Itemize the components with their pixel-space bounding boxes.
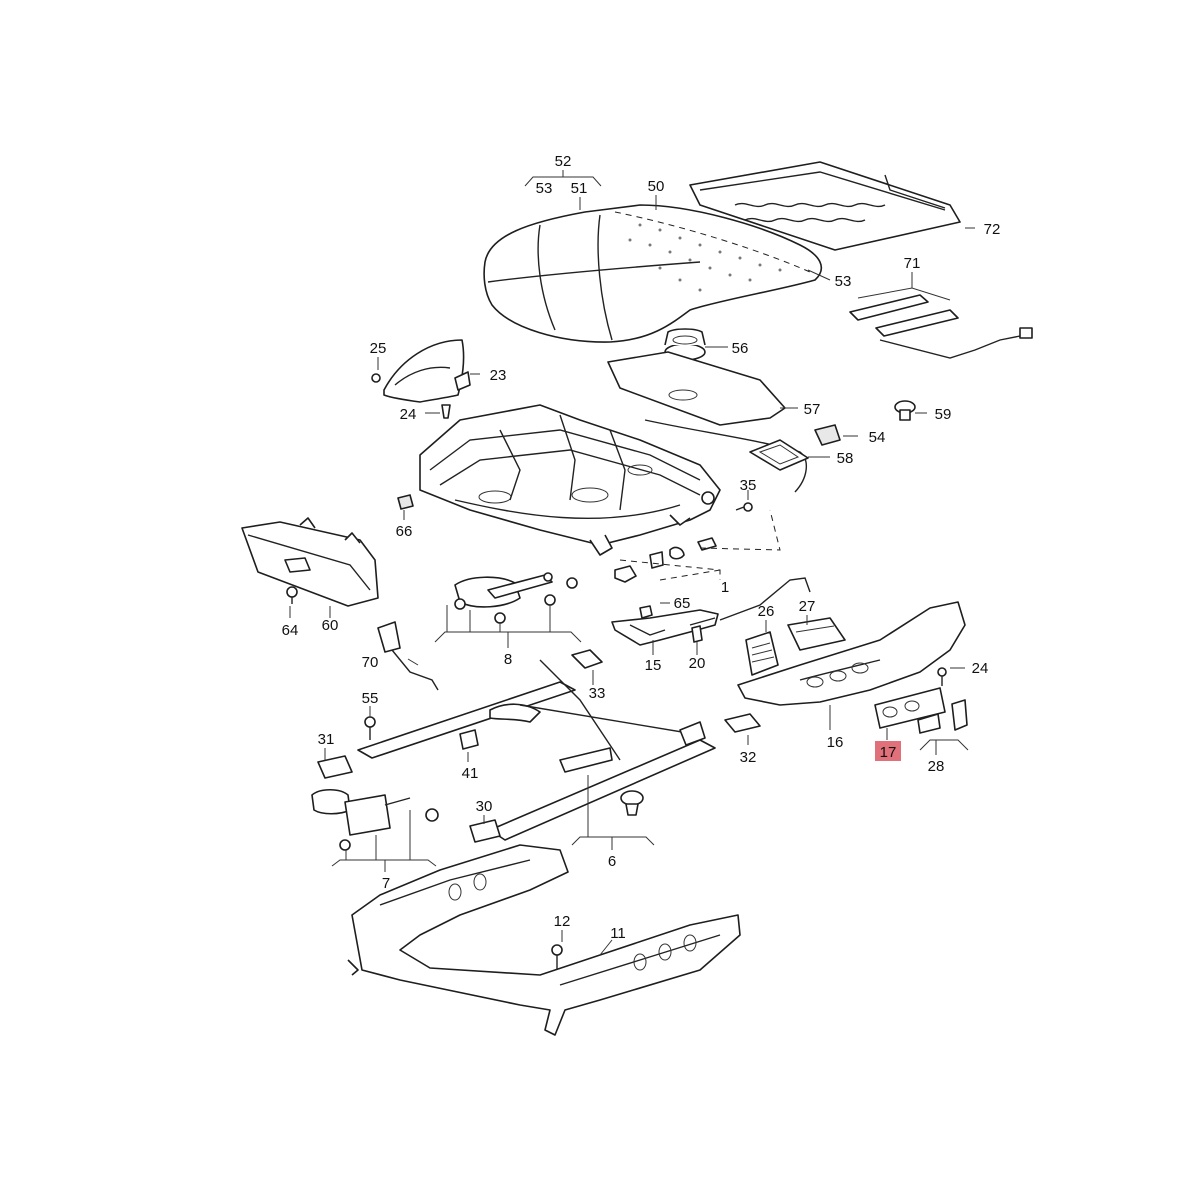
screw-24-right-part (937, 667, 947, 686)
height-adjuster-8-part (454, 572, 578, 624)
seat-frame-part (419, 404, 721, 556)
label-15: 15 (645, 657, 662, 674)
foam-pad-part (607, 351, 786, 426)
label-60: 60 (322, 617, 339, 634)
label-66: 66 (396, 523, 413, 540)
label-25: 25 (370, 340, 387, 357)
label-16: 16 (827, 734, 844, 751)
clip-59-part (894, 400, 916, 421)
leader-lines (289, 170, 975, 956)
grommet-part (620, 790, 644, 816)
label-33: 33 (589, 685, 606, 702)
clip-66-part (397, 494, 414, 510)
clip-31-part (317, 755, 353, 779)
clip-33-part (571, 649, 603, 669)
label-20: 20 (689, 655, 706, 672)
fasteners-1-part (614, 537, 717, 583)
label-41: 41 (462, 765, 479, 782)
label-59: 59 (935, 406, 952, 423)
lower-frame-11-part (347, 844, 741, 1036)
label-54: 54 (869, 429, 886, 446)
label-55: 55 (362, 690, 379, 707)
bracket-15-part (611, 577, 811, 646)
label-72: 72 (984, 221, 1001, 238)
clip-30-part (469, 819, 501, 843)
clip-41-part (459, 729, 479, 750)
seat-cushion-part (483, 204, 823, 343)
bolt-35-part (735, 502, 753, 512)
label-70: 70 (362, 654, 379, 671)
label-24-right: 24 (972, 660, 989, 677)
bolt-55-part (364, 716, 376, 740)
label-27: 27 (799, 598, 816, 615)
belt-buckle-70-part (377, 621, 439, 691)
label-12: 12 (554, 913, 571, 930)
label-23: 23 (490, 367, 507, 384)
label-53-right: 53 (835, 273, 852, 290)
label-30: 30 (476, 798, 493, 815)
label-53-top: 53 (536, 180, 553, 197)
label-35: 35 (740, 477, 757, 494)
switch-26-part (745, 631, 779, 676)
label-6: 6 (608, 853, 616, 870)
label-1: 1 (721, 579, 729, 596)
bolt-12-part (551, 944, 563, 970)
label-71: 71 (904, 255, 921, 272)
label-64: 64 (282, 622, 299, 639)
label-7: 7 (382, 875, 390, 892)
label-57: 57 (804, 401, 821, 418)
control-unit-27-part (787, 617, 846, 651)
label-51: 51 (571, 180, 588, 197)
side-panel-16-part (737, 601, 966, 706)
side-cover-23-part (371, 339, 471, 419)
motor-7-part (311, 788, 439, 851)
label-26: 26 (758, 603, 775, 620)
side-trim-60-part (241, 517, 379, 607)
seat-rail-6-part (357, 659, 716, 841)
callout-labels: 52 53 51 50 72 53 71 56 25 23 24 57 59 5… (282, 153, 1001, 942)
label-50: 50 (648, 178, 665, 195)
connector-54-part (814, 424, 841, 446)
label-52: 52 (555, 153, 572, 170)
label-8: 8 (504, 651, 512, 668)
clip-32-part (724, 713, 761, 733)
label-17: 17 (880, 744, 897, 761)
label-24-left: 24 (400, 406, 417, 423)
label-65: 65 (674, 595, 691, 612)
label-32: 32 (740, 749, 757, 766)
label-17-highlight (875, 741, 901, 761)
label-31: 31 (318, 731, 335, 748)
label-58: 58 (837, 450, 854, 467)
label-56: 56 (732, 340, 749, 357)
label-28: 28 (928, 758, 945, 775)
switch-bezel-17-part (874, 687, 946, 729)
seat-heater-mat-part (689, 161, 961, 251)
occupancy-sensor-part (849, 294, 1033, 359)
switch-knobs-28-part (917, 699, 968, 734)
label-11: 11 (610, 925, 626, 942)
frame-58-part (749, 439, 809, 471)
